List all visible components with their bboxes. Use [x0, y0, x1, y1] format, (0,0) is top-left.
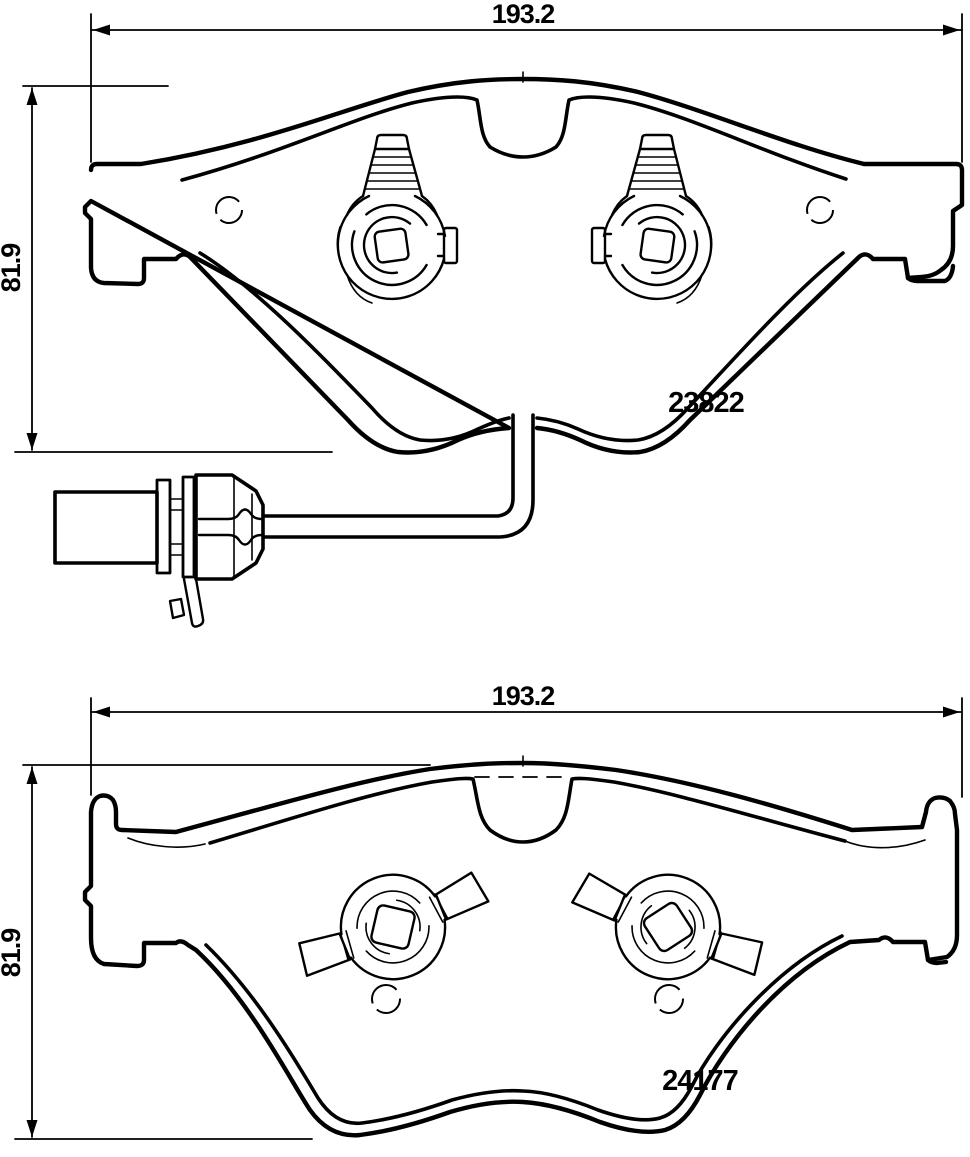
sensor-bracket: [168, 577, 205, 628]
spring-clip-right-top: [590, 133, 713, 305]
dim-arrow-up: [26, 767, 38, 784]
sensor-slot: [197, 508, 264, 546]
height-dim-label-top: 81.9: [0, 243, 26, 293]
part-number-top: 23822: [668, 387, 744, 419]
width-dimension-bottom: 193.2: [90, 681, 963, 798]
rivet-hole-right-top: [806, 196, 834, 224]
figure-bottom-pad: 193.2 81.9 2417: [0, 681, 963, 1140]
width-dim-label-bottom: 193.2: [492, 681, 555, 711]
height-dimension-top: 81.9: [0, 85, 333, 453]
sensor-wire: [263, 413, 515, 518]
friction-outline-top: [180, 95, 848, 443]
pad-outline-top: [82, 71, 965, 455]
height-dim-label-bottom: 81.9: [0, 928, 26, 978]
wear-sensor-assembly: [53, 413, 535, 628]
part-number-bottom: 24177: [662, 1065, 738, 1097]
sensor-flange: [155, 478, 172, 575]
height-dimension-bottom: 81.9: [0, 764, 431, 1140]
rivet-hole-left-top: [215, 196, 243, 224]
sensor-plug: [53, 490, 159, 565]
spring-clip-left-top: [336, 133, 459, 305]
width-dimension-top: 193.2: [90, 0, 963, 163]
dim-arrow-right: [943, 706, 960, 718]
spring-clip-right-bottom: [556, 840, 780, 1014]
friction-outline-bottom: [127, 776, 926, 1126]
sensor-flange: [181, 475, 196, 579]
dim-arrow-left: [93, 706, 110, 718]
dim-arrow-down: [26, 433, 38, 450]
pad-outline-bottom: [82, 755, 960, 1138]
rivet-hole-right-bottom: [654, 984, 684, 1014]
dim-arrow-up: [26, 88, 38, 105]
dim-arrow-right: [943, 24, 960, 36]
rivet-hole-left-bottom: [371, 984, 401, 1014]
sensor-wire: [263, 413, 535, 539]
width-dim-label-top: 193.2: [492, 0, 555, 29]
figure-top-pad: 193.2 81.9: [0, 0, 965, 628]
dim-arrow-left: [93, 24, 110, 36]
sensor-head: [194, 473, 265, 581]
dim-arrow-down: [26, 1120, 38, 1137]
